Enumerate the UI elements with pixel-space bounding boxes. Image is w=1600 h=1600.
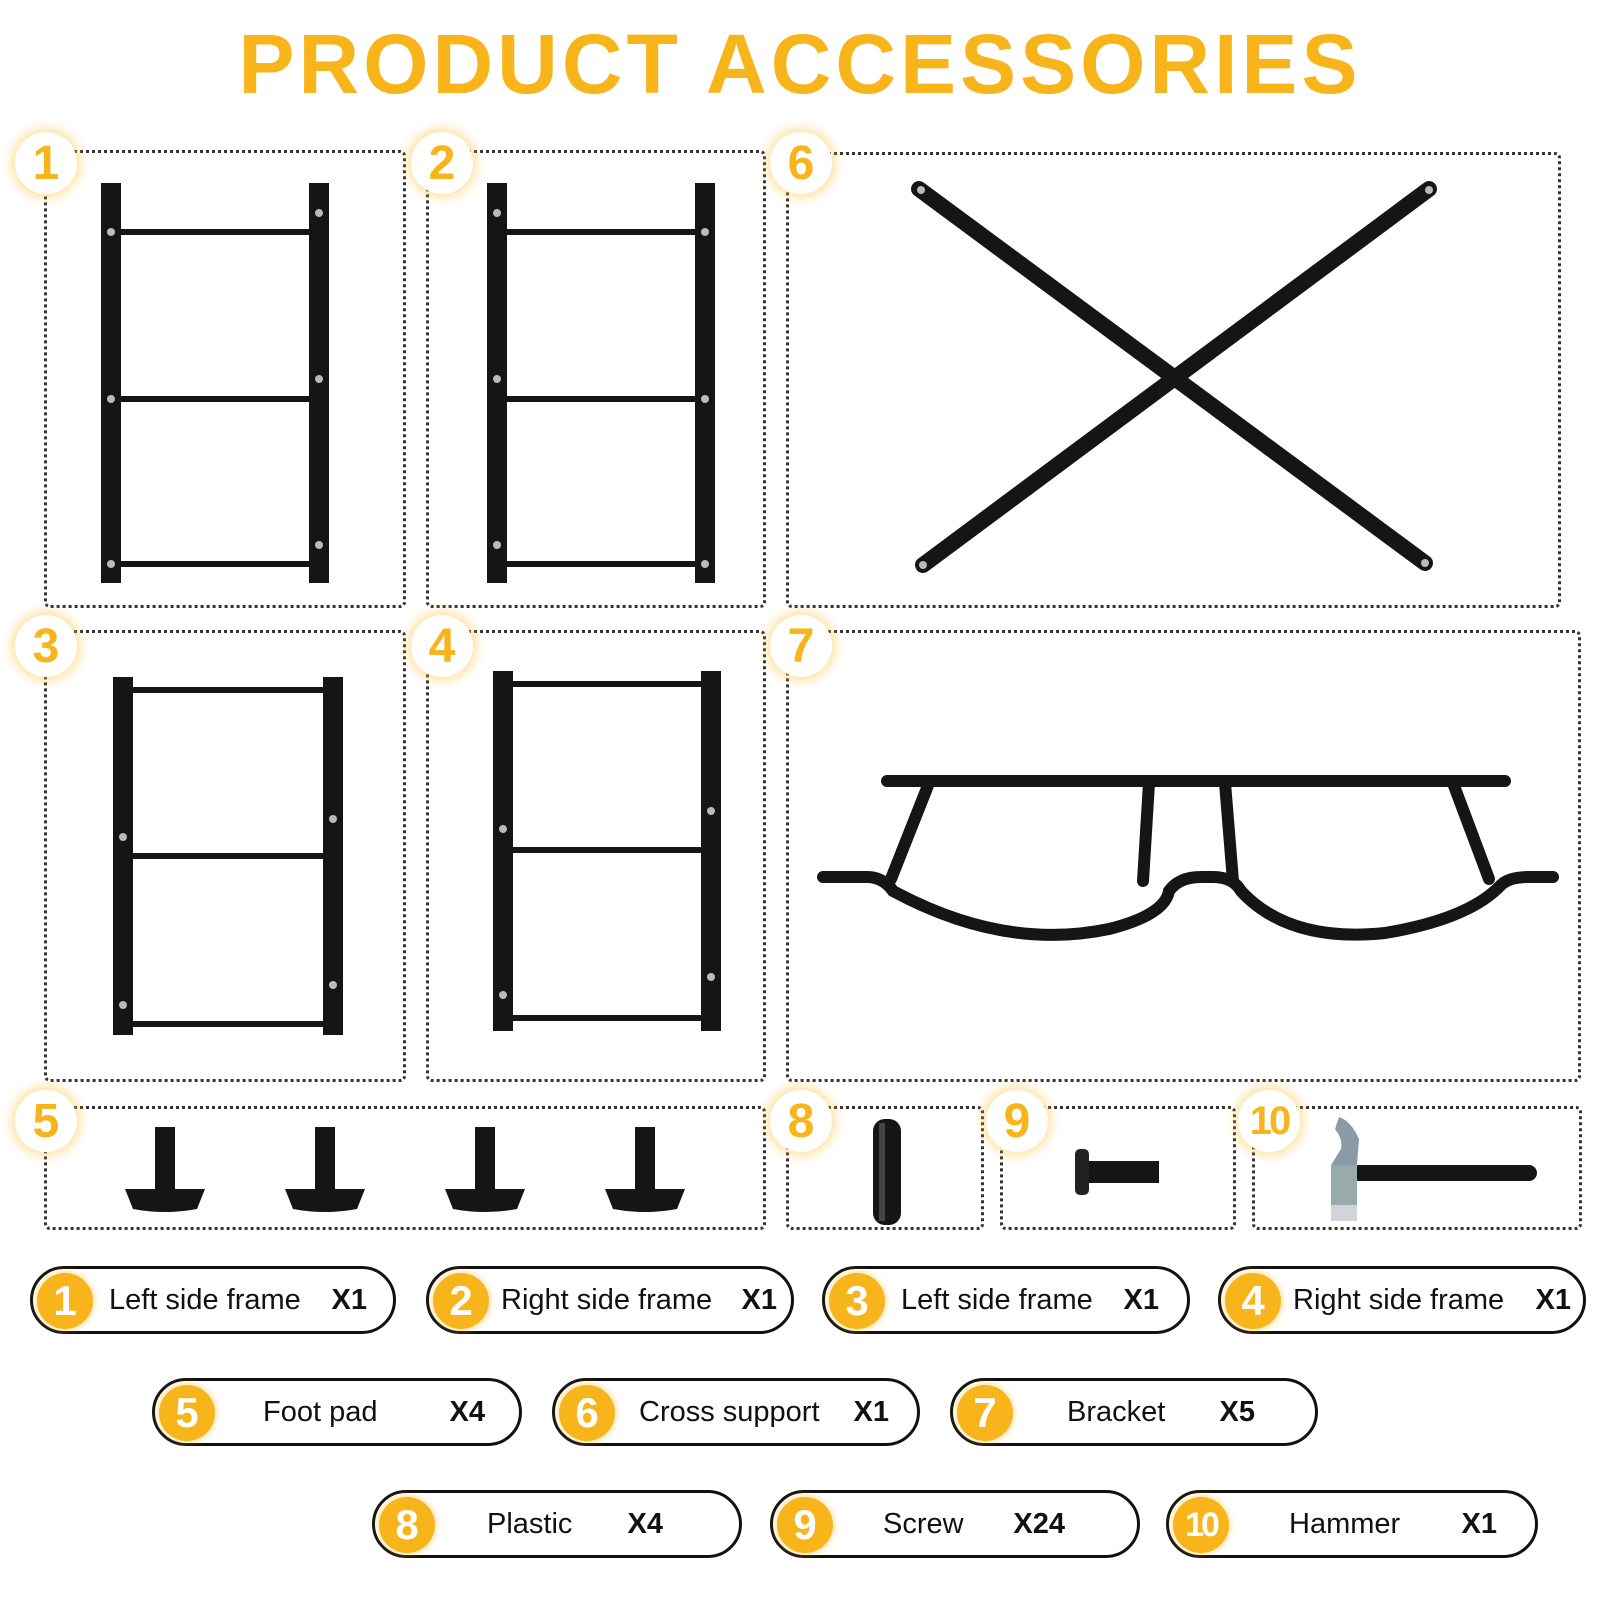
part-item-right-side-frame-2: 2 Right side frame X1 [426, 1266, 794, 1334]
panel-number-badge: 2 [411, 132, 473, 194]
panel-number-badge: 7 [770, 615, 832, 677]
plastic-icon [873, 1119, 901, 1225]
hammer-icon [1331, 1117, 1537, 1221]
panel-right-side-frame-4 [426, 630, 766, 1082]
part-item-plastic-8: 8 Plastic X4 [372, 1490, 742, 1558]
panel-number-badge: 5 [15, 1090, 77, 1152]
panel-number-badge: 9 [986, 1090, 1048, 1152]
part-quantity: X1 [741, 1284, 777, 1316]
panel-hammer-10 [1252, 1106, 1582, 1230]
part-name: Right side frame [501, 1284, 713, 1316]
part-number-badge: 6 [559, 1385, 615, 1441]
panel-number-badge: 4 [411, 615, 473, 677]
ladder-frame-icon [493, 671, 721, 1031]
panel-number-badge: 8 [770, 1090, 832, 1152]
part-quantity: X4 [449, 1396, 485, 1428]
part-item-foot-pad-5: 5 Foot pad X4 [152, 1378, 522, 1446]
part-number-badge: 1 [37, 1273, 93, 1329]
part-quantity: X1 [1535, 1284, 1571, 1316]
page-title: PRODUCT ACCESSORIES [238, 17, 1362, 111]
part-quantity: X24 [1013, 1508, 1065, 1540]
panel-number-badge: 10 [1238, 1090, 1300, 1152]
panel-bracket-7 [786, 630, 1581, 1082]
part-quantity: X4 [627, 1508, 663, 1540]
part-number-badge: 3 [829, 1273, 885, 1329]
part-number-badge: 8 [379, 1497, 435, 1553]
part-quantity: X1 [853, 1396, 889, 1428]
ladder-frame-icon [113, 677, 343, 1035]
panel-number-badge: 6 [770, 132, 832, 194]
part-name: Right side frame [1293, 1284, 1505, 1316]
panel-plastic-8 [786, 1106, 984, 1230]
panel-number-badge: 1 [15, 132, 77, 194]
part-number-badge: 2 [433, 1273, 489, 1329]
cross-support-icon [911, 181, 1437, 573]
part-number-badge: 4 [1225, 1273, 1281, 1329]
ladder-frame-icon [487, 183, 715, 583]
part-name: Left side frame [109, 1284, 301, 1316]
part-name: Plastic [487, 1508, 573, 1540]
part-item-cross-support-6: 6 Cross support X1 [552, 1378, 920, 1446]
part-item-hammer-10: 10 Hammer X1 [1166, 1490, 1538, 1558]
part-name: Screw [883, 1508, 964, 1540]
part-item-screw-9: 9 Screw X24 [770, 1490, 1140, 1558]
part-item-left-side-frame-1: 1 Left side frame X1 [30, 1266, 396, 1334]
part-quantity: X1 [1123, 1284, 1159, 1316]
foot-pad-icon [125, 1127, 685, 1212]
part-quantity: X1 [1461, 1508, 1497, 1540]
part-number-badge: 7 [957, 1385, 1013, 1441]
part-item-right-side-frame-4: 4 Right side frame X1 [1218, 1266, 1586, 1334]
part-number-badge: 10 [1173, 1497, 1229, 1553]
part-item-left-side-frame-3: 3 Left side frame X1 [822, 1266, 1190, 1334]
panel-left-side-frame-1 [44, 150, 406, 608]
part-name: Foot pad [263, 1396, 378, 1428]
part-number-badge: 9 [777, 1497, 833, 1553]
panel-cross-support-6 [786, 152, 1561, 608]
part-number-badge: 5 [159, 1385, 215, 1441]
bracket-icon [817, 775, 1559, 941]
part-name: Hammer [1289, 1508, 1401, 1540]
part-quantity: X1 [331, 1284, 367, 1316]
panel-number-badge: 3 [15, 615, 77, 677]
panel-foot-pad-5 [44, 1106, 766, 1230]
ladder-frame-icon [101, 183, 329, 583]
part-name: Left side frame [901, 1284, 1093, 1316]
part-name: Cross support [639, 1396, 820, 1428]
part-item-bracket-7: 7 Bracket X5 [950, 1378, 1318, 1446]
part-name: Bracket [1067, 1396, 1166, 1428]
panel-right-side-frame-2 [426, 150, 766, 608]
screw-icon [1075, 1149, 1159, 1195]
panel-left-side-frame-3 [44, 630, 406, 1082]
part-quantity: X5 [1219, 1396, 1255, 1428]
panel-screw-9 [1000, 1106, 1236, 1230]
